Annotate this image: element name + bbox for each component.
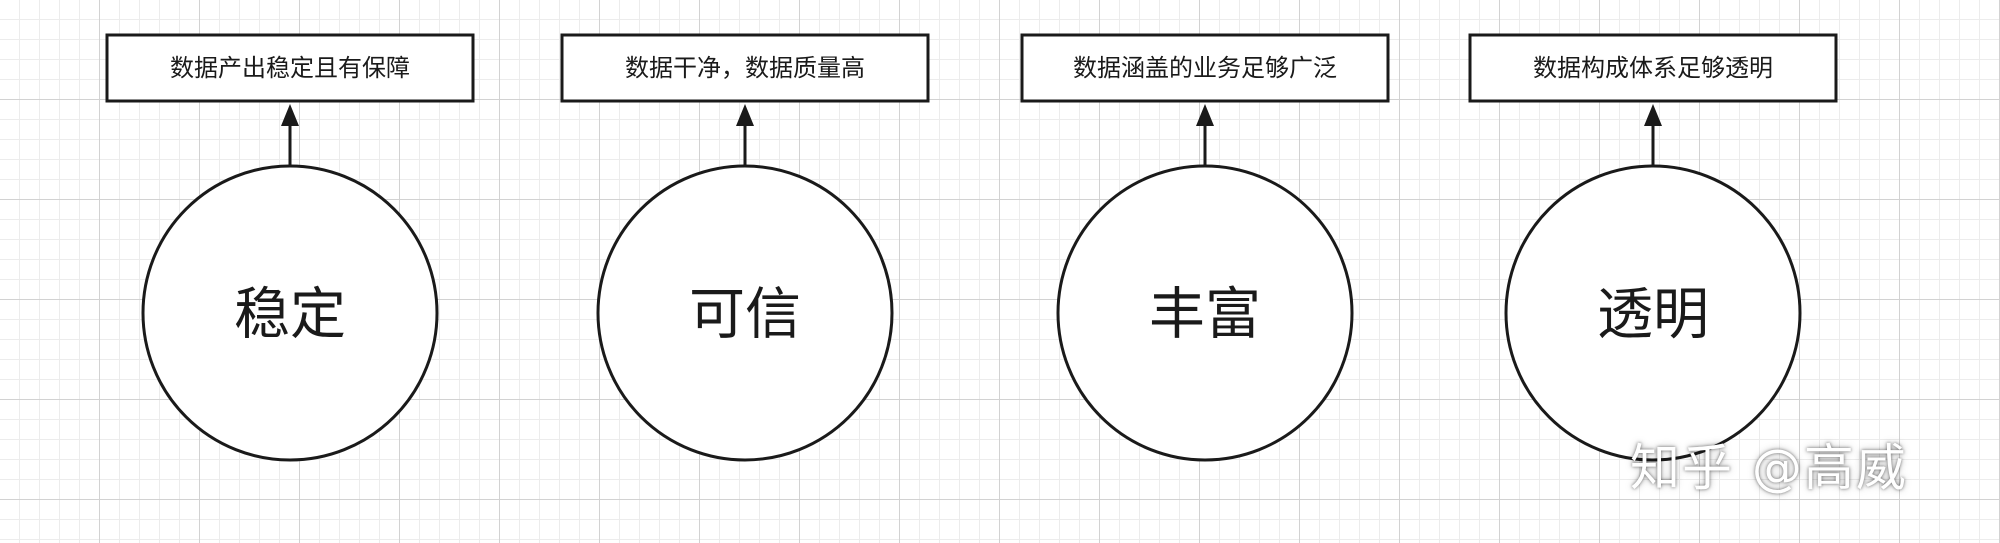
description-box-1 (105, 33, 475, 103)
circle-node-2 (596, 164, 894, 462)
description-text-1: 数据产出稳定且有保障 (170, 54, 410, 82)
pillar-group-4: 数据构成体系足够透明 透明 (1468, 33, 1838, 462)
arrow-head-icon-2 (736, 104, 754, 126)
description-text-4: 数据构成体系足够透明 (1533, 54, 1773, 82)
description-box-4 (1468, 33, 1838, 103)
description-box-3 (1020, 33, 1390, 103)
arrow-head-icon-4 (1644, 104, 1662, 126)
pillar-group-1: 数据产出稳定且有保障 稳定 (105, 33, 475, 462)
circle-label-3: 丰富 (1149, 283, 1261, 348)
pillar-group-2: 数据干净，数据质量高 可信 (560, 33, 930, 462)
circle-node-3 (1056, 164, 1354, 462)
circle-label-2: 可信 (689, 283, 801, 348)
arrow-head-icon-3 (1196, 104, 1214, 126)
watermark-text: 知乎 @高威 (1630, 439, 1908, 497)
description-text-3: 数据涵盖的业务足够广泛 (1073, 54, 1337, 82)
pillar-group-3: 数据涵盖的业务足够广泛 丰富 (1020, 33, 1390, 462)
circle-node-4 (1504, 164, 1802, 462)
description-box-2 (560, 33, 930, 103)
circle-node-1 (141, 164, 439, 462)
arrow-head-icon-1 (281, 104, 299, 126)
description-text-2: 数据干净，数据质量高 (625, 54, 865, 82)
circle-label-1: 稳定 (234, 283, 346, 348)
circle-label-4: 透明 (1597, 283, 1709, 348)
